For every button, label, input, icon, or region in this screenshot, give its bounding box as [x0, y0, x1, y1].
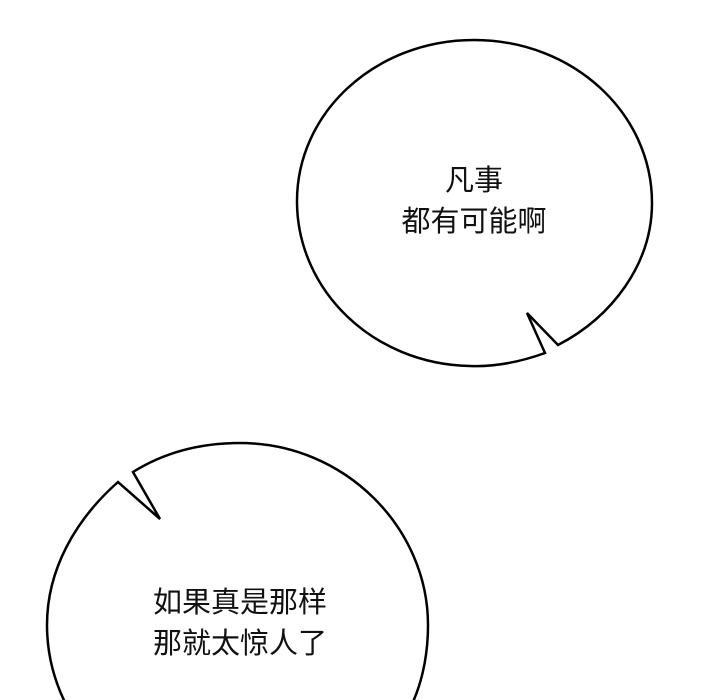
- bubble-2-line-1: 如果真是那样: [152, 585, 327, 619]
- bubble-1-line-2: 都有可能啊: [401, 204, 547, 238]
- speech-bubble-2-outline: [45, 441, 430, 700]
- speech-bubble-2-text: 如果真是那样 那就太惊人了: [110, 582, 370, 664]
- bubble-2-line-2: 那就太惊人了: [152, 626, 327, 660]
- bubble-1-line-1: 凡事: [444, 163, 503, 197]
- speech-bubble-1-text: 凡事 都有可能啊: [374, 160, 574, 242]
- speech-bubble-1-outline: [295, 38, 654, 368]
